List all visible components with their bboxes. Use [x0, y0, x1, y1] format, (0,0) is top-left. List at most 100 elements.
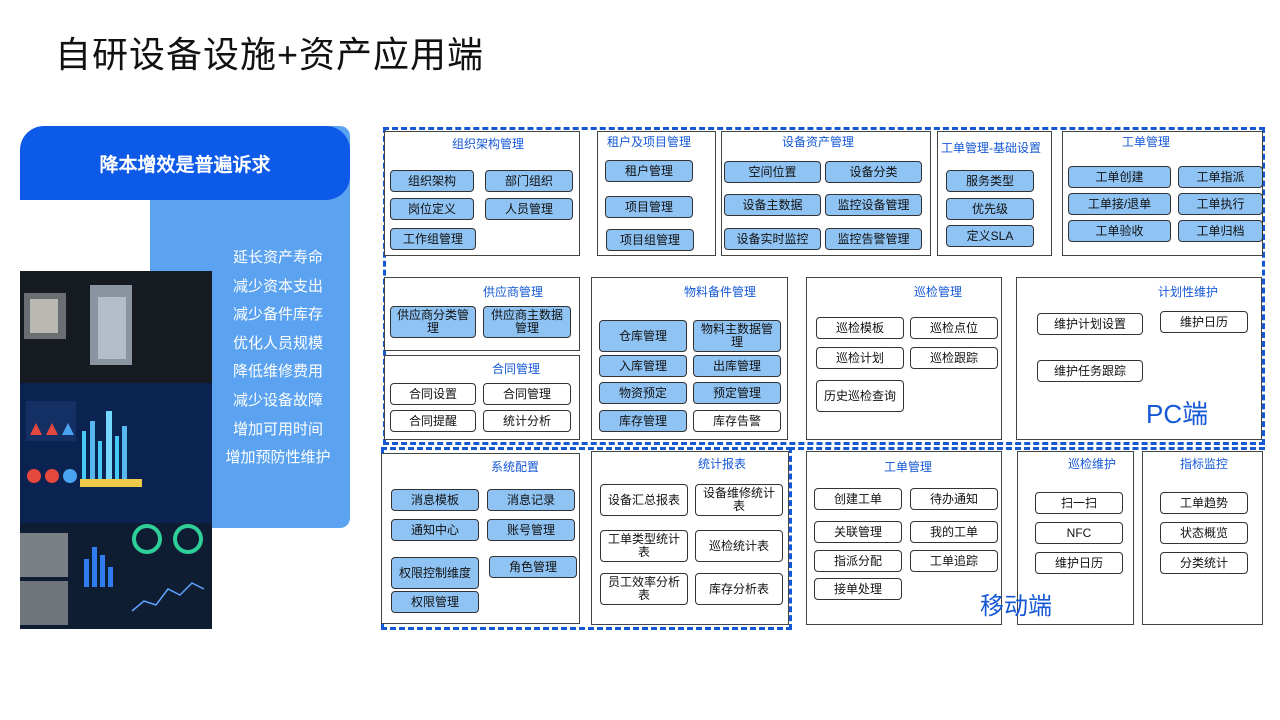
- module-item-button[interactable]: 人员管理: [485, 198, 573, 220]
- module-item-button[interactable]: 维护计划设置: [1037, 313, 1143, 335]
- module-item-button[interactable]: 合同管理: [483, 383, 571, 405]
- benefit-item: 减少备件库存: [232, 306, 323, 324]
- module-item-button[interactable]: 待办通知: [910, 488, 998, 510]
- module-item-button[interactable]: 设备主数据: [724, 194, 821, 216]
- dashboard-illustration: [20, 271, 212, 629]
- module-item-button[interactable]: 创建工单: [814, 488, 902, 510]
- module-item-button[interactable]: 工作组管理: [390, 228, 476, 250]
- module-item-button[interactable]: 库存分析表: [695, 573, 783, 605]
- module-item-button[interactable]: 工单类型统计表: [600, 530, 688, 562]
- module-item-button[interactable]: 设备实时监控: [724, 228, 821, 250]
- module-item-button[interactable]: 扫一扫: [1035, 492, 1123, 514]
- module-item-button[interactable]: 项目组管理: [606, 229, 694, 251]
- module-item-button[interactable]: 设备分类: [825, 161, 922, 183]
- module-item-button[interactable]: 消息记录: [487, 489, 575, 511]
- module-item-button[interactable]: 巡检跟踪: [910, 347, 998, 369]
- module-item-button[interactable]: 工单趋势: [1160, 492, 1248, 514]
- module-title: 工单管理: [1122, 135, 1171, 149]
- module-item-button[interactable]: 维护日历: [1035, 552, 1123, 574]
- module-title: 系统配置: [491, 460, 540, 474]
- module-item-button[interactable]: 巡检统计表: [695, 530, 783, 562]
- module-item-button[interactable]: 我的工单: [910, 521, 998, 543]
- module-item-button[interactable]: 角色管理: [489, 556, 577, 578]
- module-item-button[interactable]: 岗位定义: [390, 198, 474, 220]
- module-title: 组织架构管理: [452, 137, 525, 151]
- module-item-button[interactable]: 工单指派: [1178, 166, 1263, 188]
- module-item-button[interactable]: 通知中心: [391, 519, 479, 541]
- module-item-button[interactable]: 账号管理: [487, 519, 575, 541]
- module-item-button[interactable]: 消息模板: [391, 489, 479, 511]
- mobile-label: 移动端: [980, 593, 1052, 620]
- module-item-button[interactable]: 工单创建: [1068, 166, 1171, 188]
- module-item-button[interactable]: 巡检计划: [816, 347, 904, 369]
- module-item-button[interactable]: 服务类型: [946, 170, 1034, 192]
- module-item-button[interactable]: 设备维修统计表: [695, 484, 783, 516]
- module-item-button[interactable]: 员工效率分析表: [600, 573, 688, 605]
- module-item-button[interactable]: 工单验收: [1068, 220, 1171, 242]
- module-title: 巡检管理: [914, 285, 963, 299]
- dashboard-screenshot: [20, 271, 212, 629]
- module-item-button[interactable]: 库存告警: [693, 410, 781, 432]
- module-title: 统计报表: [698, 457, 747, 471]
- module-item-button[interactable]: 关联管理: [814, 521, 902, 543]
- module-title: 设备资产管理: [782, 135, 855, 149]
- module-item-button[interactable]: 项目管理: [605, 196, 693, 218]
- mobile-region-divider: [789, 447, 1265, 451]
- benefit-item: 增加预防性维护: [225, 449, 331, 467]
- benefit-item: 增加可用时间: [232, 420, 323, 438]
- module-item-button[interactable]: 物料主数据管理: [693, 320, 781, 352]
- module-title: 物料备件管理: [684, 285, 757, 299]
- module-item-button[interactable]: 维护日历: [1160, 311, 1248, 333]
- module-title: 工单管理-基础设置: [941, 141, 1041, 155]
- module-item-button[interactable]: 维护任务跟踪: [1037, 360, 1143, 382]
- module-item-button[interactable]: 工单归档: [1178, 220, 1263, 242]
- module-item-button[interactable]: 组织架构: [390, 170, 474, 192]
- module-item-button[interactable]: 工单接/退单: [1068, 193, 1171, 215]
- module-title: 巡检维护: [1068, 457, 1117, 471]
- module-item-button[interactable]: 物资预定: [599, 382, 687, 404]
- module-item-button[interactable]: 设备汇总报表: [600, 484, 688, 516]
- module-item-button[interactable]: 优先级: [946, 198, 1034, 220]
- module-item-button[interactable]: 库存管理: [599, 410, 687, 432]
- benefit-item: 降低维修费用: [232, 363, 323, 381]
- module-item-button[interactable]: 出库管理: [693, 355, 781, 377]
- module-item-button[interactable]: 入库管理: [599, 355, 687, 377]
- benefit-item: 延长资产寿命: [232, 249, 323, 266]
- module-title: 指标监控: [1180, 457, 1229, 471]
- module-item-button[interactable]: 租户管理: [605, 160, 693, 182]
- module-item-button[interactable]: 工单追踪: [910, 550, 998, 572]
- module-item-button[interactable]: 供应商主数据管理: [483, 306, 571, 338]
- module-item-button[interactable]: 状态概览: [1160, 522, 1248, 544]
- module-item-button[interactable]: 空间位置: [724, 161, 821, 183]
- banner: 降本增效是普遍诉求: [20, 126, 350, 200]
- module-item-button[interactable]: 权限控制维度: [391, 557, 479, 589]
- module-title: 工单管理: [884, 460, 933, 474]
- module-item-button[interactable]: 监控告警管理: [825, 228, 922, 250]
- module-item-button[interactable]: 仓库管理: [599, 320, 687, 352]
- module-item-button[interactable]: 监控设备管理: [825, 194, 922, 216]
- module-title: 供应商管理: [483, 285, 544, 299]
- pc-label: PC端: [1146, 399, 1209, 429]
- module-item-button[interactable]: 预定管理: [693, 382, 781, 404]
- module-item-button[interactable]: 合同设置: [390, 383, 476, 405]
- benefits-list: 延长资产寿命减少资本支出减少备件库存优化人员规模降低维修费用减少设备故障增加可用…: [214, 244, 342, 473]
- module-item-button[interactable]: 统计分析: [483, 410, 571, 432]
- module-item-button[interactable]: 权限管理: [391, 591, 479, 613]
- module-item-button[interactable]: NFC: [1035, 522, 1123, 544]
- module-item-button[interactable]: 合同提醒: [390, 410, 476, 432]
- module-item-button[interactable]: 工单执行: [1178, 193, 1263, 215]
- module-item-button[interactable]: 供应商分类管理: [390, 306, 476, 338]
- module-title: 合同管理: [492, 362, 541, 376]
- module-item-button[interactable]: 分类统计: [1160, 552, 1248, 574]
- module-item-button[interactable]: 巡检点位: [910, 317, 998, 339]
- module-item-button[interactable]: 巡检模板: [816, 317, 904, 339]
- benefit-item: 减少设备故障: [232, 391, 323, 409]
- module-item-button[interactable]: 定义SLA: [946, 225, 1034, 247]
- module-panel: [1016, 277, 1262, 440]
- module-item-button[interactable]: 部门组织: [485, 170, 573, 192]
- module-item-button[interactable]: 历史巡检查询: [816, 380, 904, 412]
- page-title: 自研设备设施+资产应用端: [55, 34, 485, 75]
- benefit-item: 减少资本支出: [232, 277, 323, 295]
- module-item-button[interactable]: 指派分配: [814, 550, 902, 572]
- module-item-button[interactable]: 接单处理: [814, 578, 902, 600]
